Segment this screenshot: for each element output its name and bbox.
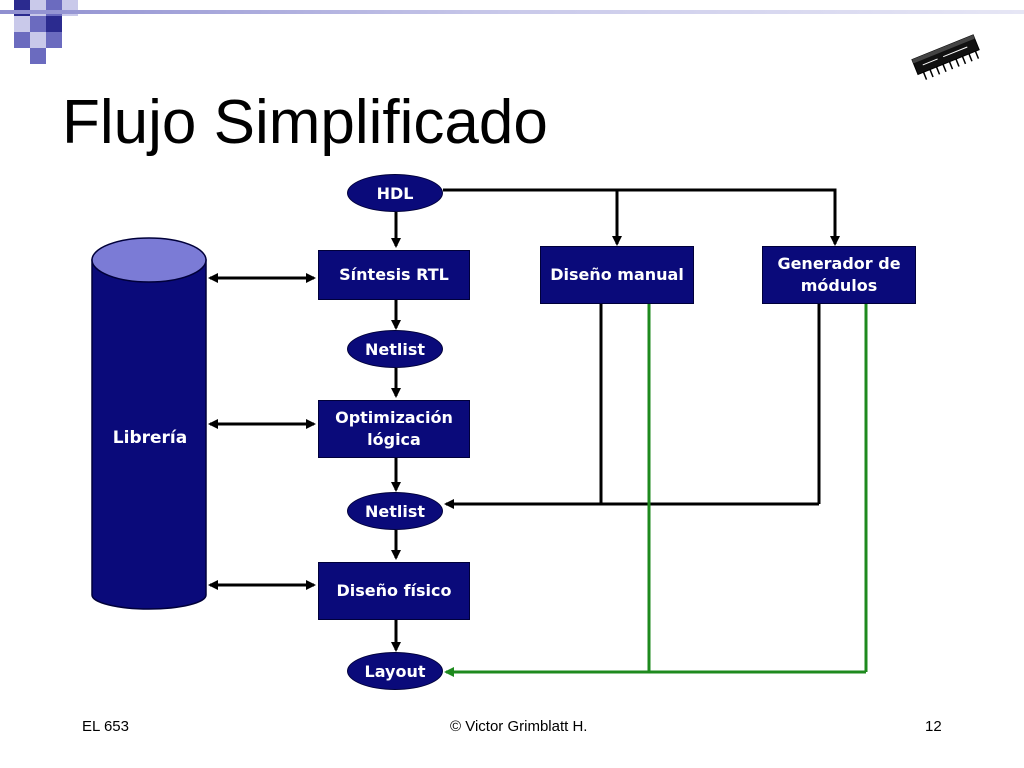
chip-icon xyxy=(911,34,980,80)
header-line xyxy=(0,10,1024,14)
footer-course: EL 653 xyxy=(82,718,129,735)
diseno-fisico-box: Diseño físico xyxy=(318,562,470,620)
slide-title: Flujo Simplificado xyxy=(62,88,548,157)
footer-page-number: 12 xyxy=(925,718,942,735)
generador-modulos-box: Generador de módulos xyxy=(762,246,916,304)
sintesis-rtl-box: Síntesis RTL xyxy=(318,250,470,300)
optimizacion-logica-box: Optimización lógica xyxy=(318,400,470,458)
library-label: Librería xyxy=(112,428,188,448)
library-cylinder xyxy=(91,237,207,610)
footer-author: © Victor Grimblatt H. xyxy=(450,718,588,735)
diseno-manual-box: Diseño manual xyxy=(540,246,694,304)
hdl-node: HDL xyxy=(347,174,443,212)
netlist-1-node: Netlist xyxy=(347,330,443,368)
netlist-2-node: Netlist xyxy=(347,492,443,530)
layout-node: Layout xyxy=(347,652,443,690)
